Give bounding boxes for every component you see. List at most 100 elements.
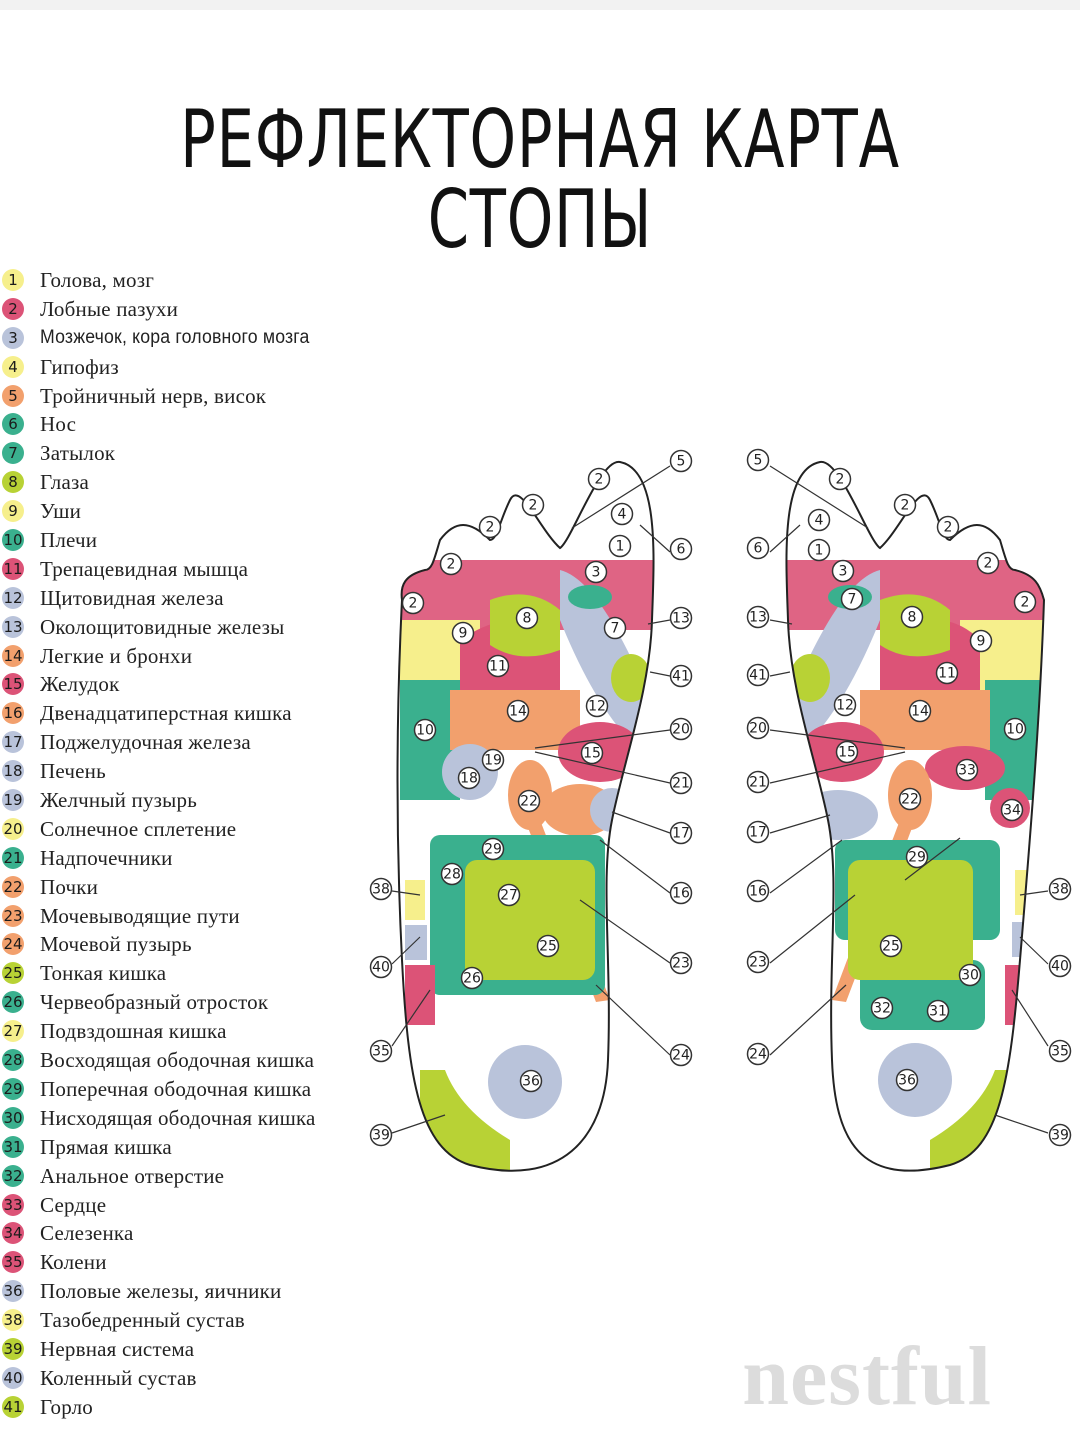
leader-line [391,1114,446,1134]
right-zone-marker-label: 23 [749,955,767,971]
left-zone-marker: 4 [610,502,634,526]
right-zone-marker: 2 [893,493,917,517]
left-zone-marker-label: 21 [672,776,690,792]
legend-number-badge: 14 [2,644,24,667]
legend-label: Надпочечники [40,845,173,870]
left-zone-marker: 41 [669,664,693,688]
leader-line [769,619,793,625]
legend-number-badge: 38 [2,1309,24,1332]
legend-label: Голова, мозг [40,268,155,292]
right-zone-35 [1005,965,1035,1025]
right-zone-marker-label: 2 [984,556,993,572]
right-zone-marker: 2 [936,515,960,539]
left-zone-marker: 20 [669,717,693,741]
left-zone-marker: 36 [519,1069,543,1093]
leader-line [904,837,961,881]
left-zone-marker-label: 35 [372,1044,390,1060]
legend-number-badge: 18 [2,760,24,783]
legend-number-badge: 20 [2,817,24,840]
left-zone-25 [465,860,595,980]
leader-line [769,894,856,964]
left-zone-marker-label: 14 [509,704,527,720]
legend-number-badge: 11 [2,557,24,580]
left-zone-marker-label: 11 [489,659,507,675]
right-zone-marker: 30 [958,963,982,987]
left-zone-marker-label: 5 [677,454,686,470]
right-zone-marker-label: 13 [749,610,767,626]
left-zone-marker: 39 [369,1123,393,1147]
right-zone-marker: 3 [831,559,855,583]
legend-label: Трепацевидная мышца [40,556,249,581]
right-zone-marker: 39 [1048,1123,1072,1147]
left-zone-marker-label: 6 [677,542,686,558]
leader-line [769,465,869,529]
legend-label: Мозжечок, кора головного мозга [40,326,310,348]
right-zone-marker-label: 1 [815,543,824,559]
legend-number-badge: 10 [2,529,24,552]
leader-line [391,936,421,965]
right-zone-marker: 36 [895,1068,919,1092]
legend-label: Нисходящая ободочная кишка [40,1105,316,1130]
leader-line [391,989,431,1047]
right-zone-marker-label: 36 [898,1073,916,1089]
right-zone-marker-label: 5 [754,453,763,469]
right-zone-marker: 15 [835,740,859,764]
leader-line [994,1114,1049,1134]
legend-number-badge: 36 [2,1280,24,1303]
legend-label: Желудок [40,672,120,697]
legend-number-badge: 31 [2,1135,24,1158]
legend-label: Гипофиз [40,354,119,379]
legend-label: Поджелудочная железа [40,730,251,755]
right-zone-marker: 7 [840,587,864,611]
left-zone-marker: 40 [369,955,393,979]
right-zone-marker-label: 20 [749,721,767,737]
right-zone-marker-label: 2 [1021,595,1030,611]
left-zone-marker: 13 [669,606,693,630]
legend-item: 14 Легкие и бронхи [0,640,380,669]
leader-line [391,890,421,896]
legend-label: Легкие и бронхи [40,643,193,668]
left-zone-marker: 5 [669,449,693,473]
legend-number-badge: 5 [2,384,24,407]
right-zone-marker: 33 [955,758,979,782]
left-zone-marker-label: 41 [672,669,690,685]
right-zone-marker-label: 9 [977,634,986,650]
left-zone-marker-label: 27 [500,888,518,904]
leader-line [647,619,671,625]
legend-number-badge: 41 [2,1395,24,1418]
legend-number-badge: 3 [2,326,24,349]
left-zone-40 [405,925,427,960]
right-zone-marker-label: 40 [1051,959,1069,975]
leader-line [599,839,671,894]
left-zone-marker-label: 40 [372,960,390,976]
legend-number-badge: 13 [2,615,24,638]
left-zone-marker: 21 [669,771,693,795]
legend-label: Лобные пазухи [40,296,179,321]
left-zone-marker: 2 [521,493,545,517]
left-zone-marker: 19 [481,748,505,772]
left-zone-marker: 15 [580,741,604,765]
right-zone-marker-label: 41 [749,668,767,684]
legend-label: Почки [40,874,99,899]
left-zone-marker: 10 [413,718,437,742]
leader-line [769,814,831,834]
leader-line [534,729,671,749]
right-zone-marker-label: 12 [836,698,854,714]
right-zone-marker: 5 [746,448,770,472]
right-zone-marker-label: 14 [911,704,929,720]
left-zone-marker-label: 9 [459,626,468,642]
right-zone-marker: 11 [935,661,959,685]
